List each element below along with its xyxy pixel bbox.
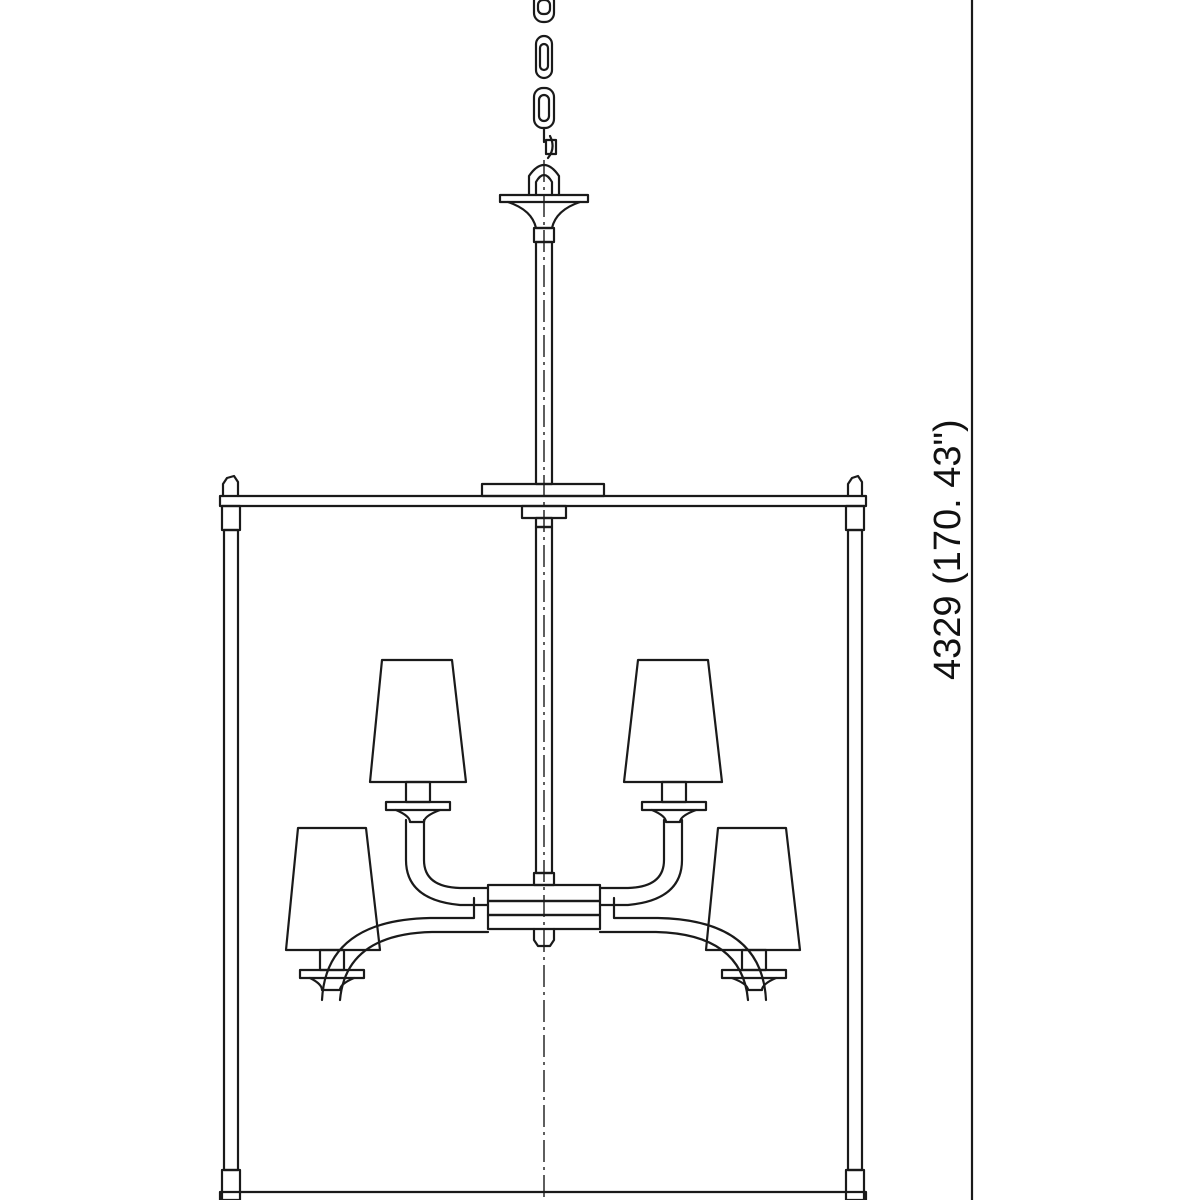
arm-inner-left [404, 818, 490, 907]
chain [532, 0, 558, 160]
dimension-text: 4329 (170. 43") [927, 419, 969, 680]
frame-bottom [218, 1190, 868, 1200]
frame-left-post [220, 504, 242, 1200]
lamp-lower-right [704, 826, 802, 992]
frame-top [218, 474, 868, 529]
lamp-upper-right [622, 658, 724, 824]
arm-inner-right [598, 818, 684, 907]
lamp-upper-left [368, 658, 468, 824]
frame-right-post [844, 504, 866, 1200]
lamp-lower-left [284, 826, 382, 992]
